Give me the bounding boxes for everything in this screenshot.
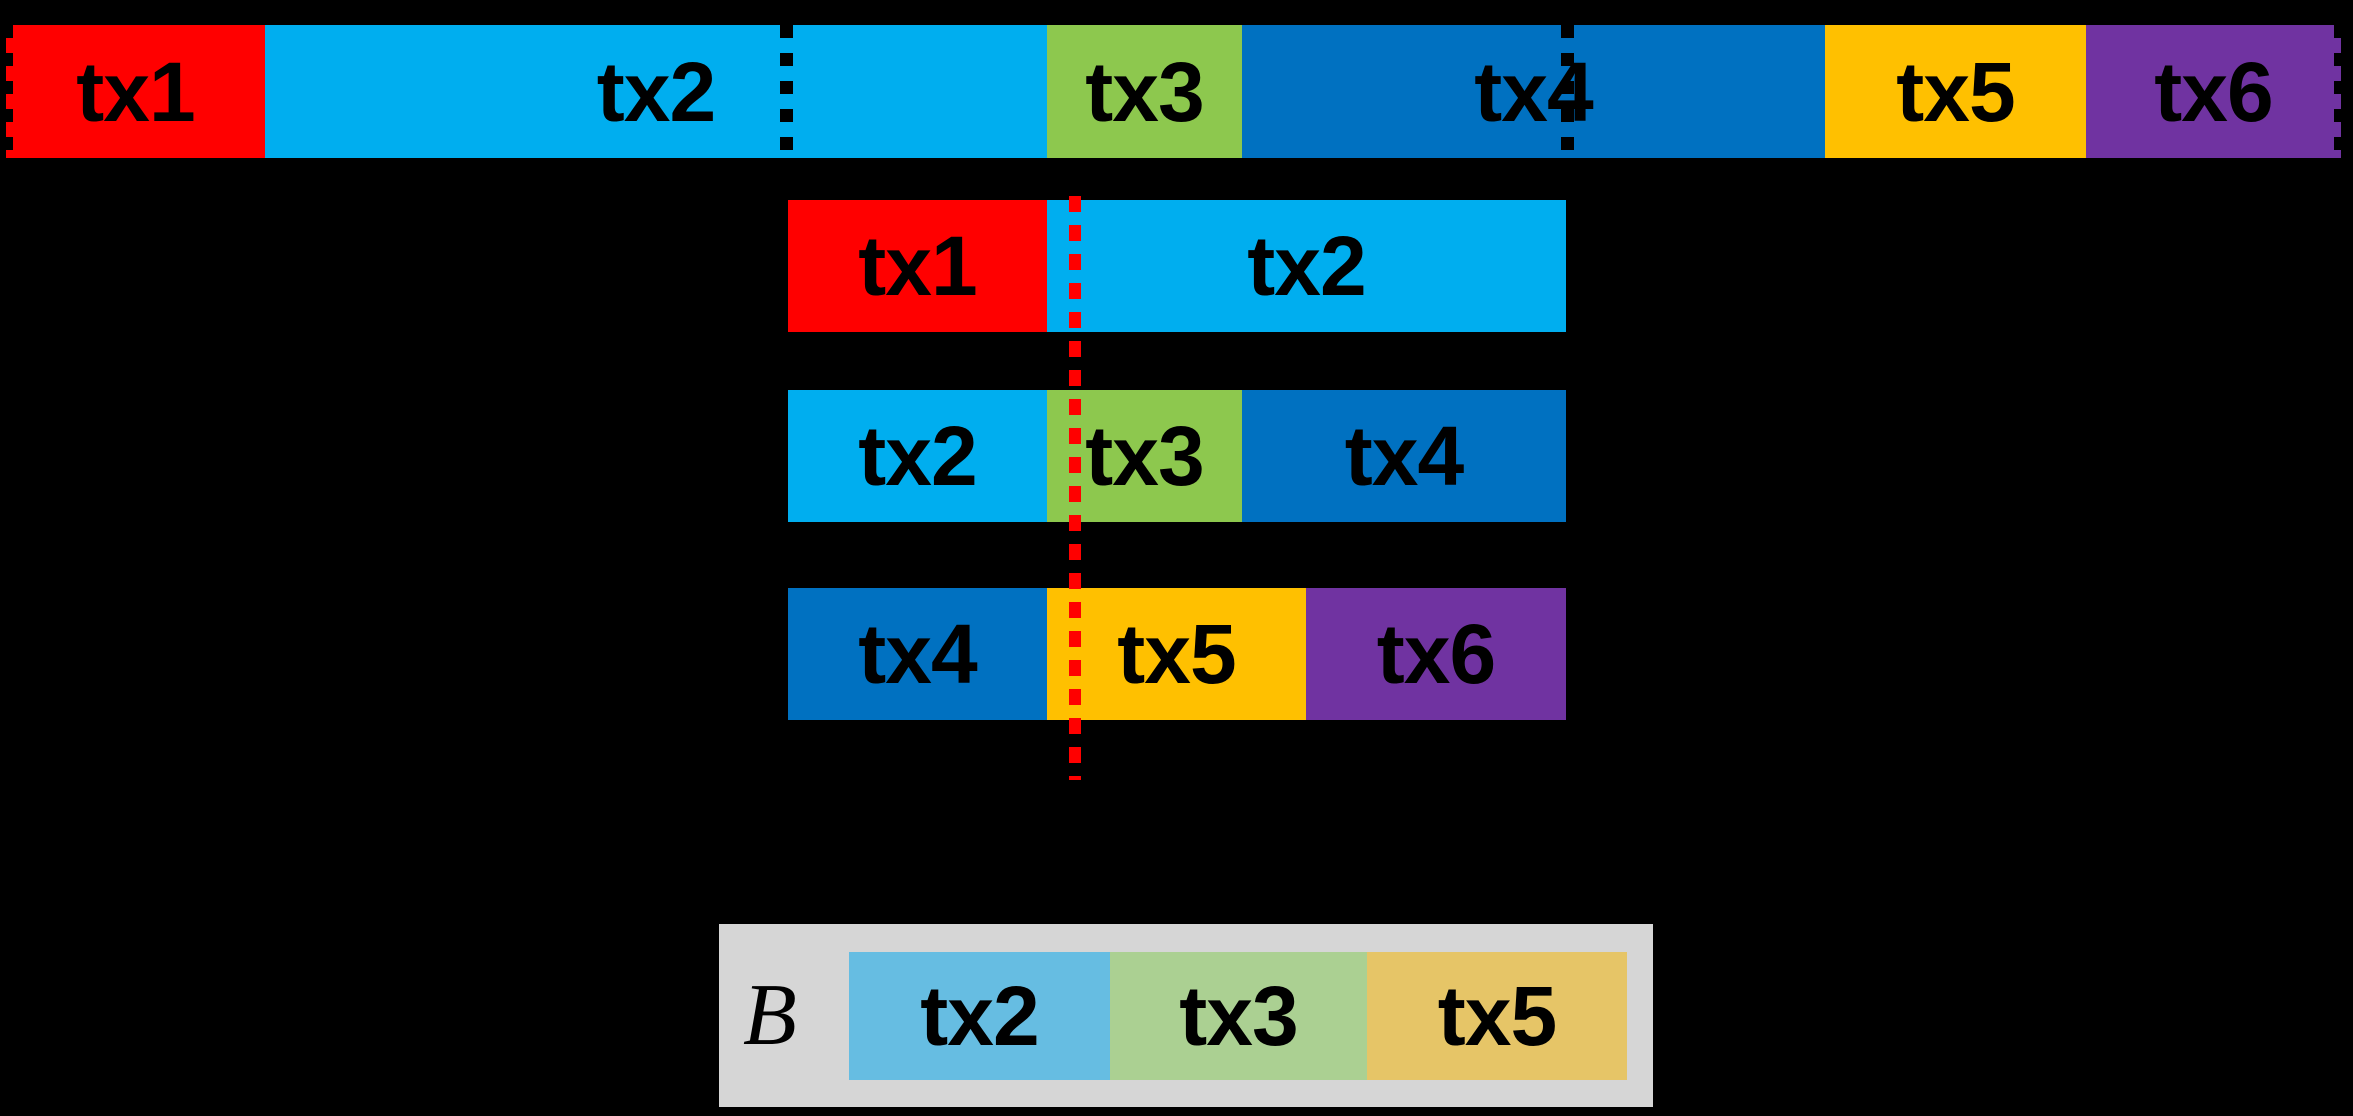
transaction-stream-bar: tx1 tx2 tx3 tx4 tx5 tx6 [6,25,2341,158]
block1-segment-tx2: tx2 [1047,200,1566,332]
cut-line [1069,196,1081,780]
block-segment-label: tx4 [858,607,977,701]
bundle-item-tx2: tx2 [849,952,1110,1080]
block2-segment-tx4: tx4 [1242,390,1566,522]
block-segment-label: tx2 [858,409,977,503]
bundle-item-label: tx3 [1179,969,1298,1063]
block-row-1: tx1 tx2 [788,200,1566,332]
stream-segment-label: tx5 [1896,44,2015,139]
stream-segment-tx2: tx2 [265,25,1047,158]
stream-segment-tx1: tx1 [6,25,265,158]
stream-segment-tx6: tx6 [2086,25,2341,158]
bundle-item-label: tx2 [920,969,1039,1063]
block-boundary-line-end [2334,25,2347,158]
stream-segment-tx4: tx4 [1242,25,1825,158]
stream-segment-label: tx2 [596,44,716,139]
block1-segment-tx1: tx1 [788,200,1047,332]
bundle-item-label: tx5 [1437,969,1557,1063]
block-segment-label: tx5 [1117,607,1236,701]
block-row-2: tx2 tx3 tx4 [788,390,1566,522]
stream-segment-tx3: tx3 [1047,25,1242,158]
stream-segment-label: tx6 [2154,44,2273,139]
block-segment-label: tx1 [858,219,977,313]
stream-segment-label: tx3 [1085,44,1204,139]
bundle-item-tx3: tx3 [1110,952,1367,1080]
block-segment-label: tx4 [1344,409,1464,503]
block-segment-label: tx6 [1376,607,1496,701]
bundle-item-tx5: tx5 [1367,952,1627,1080]
stream-segment-label: tx4 [1474,44,1593,139]
block-boundary-line-1 [780,25,793,158]
stream-segment-label: tx1 [76,44,195,139]
block-row-3: tx4 tx5 tx6 [788,588,1566,720]
stream-segment-tx5: tx5 [1825,25,2086,158]
block-segment-label: tx2 [1247,219,1366,313]
block3-segment-tx6: tx6 [1306,588,1566,720]
bundle-label: B [743,966,797,1064]
block3-segment-tx4: tx4 [788,588,1047,720]
block-segment-label: tx3 [1085,409,1204,503]
bundle-items: tx2 tx3 tx5 [849,952,1627,1080]
block3-segment-tx5: tx5 [1047,588,1306,720]
block-boundary-line-start [0,25,13,158]
block-boundary-line-2 [1561,25,1574,158]
block2-segment-tx2: tx2 [788,390,1047,522]
bundle-box: B tx2 tx3 tx5 [719,924,1653,1107]
